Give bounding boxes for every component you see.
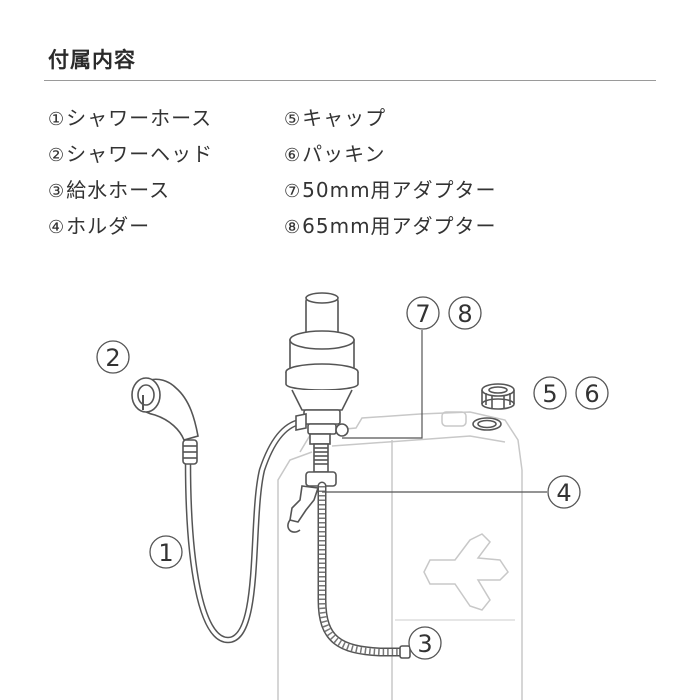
- list-item: ①シャワーホース: [48, 100, 213, 136]
- item-number: ②: [48, 145, 66, 166]
- callout-circle: [547, 475, 581, 509]
- item-label: キャップ: [302, 106, 387, 130]
- list-item: ④ホルダー: [48, 208, 213, 244]
- callout-number: 3: [417, 630, 432, 658]
- callout-5: 5: [533, 376, 567, 410]
- item-number: ④: [48, 217, 66, 238]
- callout-6: 6: [575, 376, 609, 410]
- callout-number: 5: [542, 380, 557, 408]
- title-divider: [44, 80, 656, 81]
- callout-4: 4: [547, 475, 581, 509]
- callout-circle: [96, 340, 130, 374]
- item-label: 給水ホース: [66, 178, 171, 202]
- list-item: ⑤キャップ: [284, 100, 497, 136]
- callout-1: 1: [149, 535, 183, 569]
- item-number: ⑤: [284, 109, 302, 130]
- callout-number: 8: [457, 300, 472, 328]
- callout-2: 2: [96, 340, 130, 374]
- list-item: ②シャワーヘッド: [48, 136, 213, 172]
- cap-and-gasket: [472, 383, 515, 431]
- list-item: ⑧65mm用アダプター: [284, 208, 497, 244]
- item-number: ③: [48, 181, 66, 202]
- item-label: 50mm用アダプター: [302, 178, 497, 202]
- list-item: ③給水ホース: [48, 172, 213, 208]
- item-number: ⑥: [284, 145, 302, 166]
- item-label: シャワーホース: [66, 106, 213, 130]
- contents-list-left: ①シャワーホース ②シャワーヘッド ③給水ホース ④ホルダー: [48, 100, 213, 244]
- callout-circle: [149, 535, 183, 569]
- callout-7: 7: [406, 296, 440, 330]
- item-label: 65mm用アダプター: [302, 214, 497, 238]
- callout-number: 2: [105, 344, 120, 372]
- item-label: シャワーヘッド: [66, 142, 214, 166]
- list-item: ⑦50mm用アダプター: [284, 172, 497, 208]
- shower-head: [131, 377, 199, 465]
- item-label: パッキン: [302, 142, 386, 166]
- contents-list-right: ⑤キャップ ⑥パッキン ⑦50mm用アダプター ⑧65mm用アダプター: [284, 100, 497, 244]
- item-number: ①: [48, 109, 66, 130]
- callout-8: 8: [448, 296, 482, 330]
- item-number: ⑦: [284, 181, 302, 202]
- shower-hose: [184, 418, 304, 644]
- callout-number: 6: [584, 380, 599, 408]
- callout-circle: [448, 296, 482, 330]
- item-label: ホルダー: [66, 214, 151, 238]
- callout-number: 4: [556, 479, 571, 507]
- callout-circle: [408, 626, 442, 660]
- pump-unit: [285, 292, 359, 445]
- water-supply-hose: [317, 481, 411, 659]
- callout-number: 1: [158, 539, 173, 567]
- callout-circle: [575, 376, 609, 410]
- leader-lines: [322, 330, 547, 493]
- callout-number: 7: [415, 300, 430, 328]
- list-item: ⑥パッキン: [284, 136, 497, 172]
- holder: [287, 443, 337, 533]
- callout-circle: [533, 376, 567, 410]
- item-number: ⑧: [284, 217, 302, 238]
- page-title: 付属内容: [48, 48, 136, 72]
- callout-3: 3: [408, 626, 442, 660]
- callout-circle: [406, 296, 440, 330]
